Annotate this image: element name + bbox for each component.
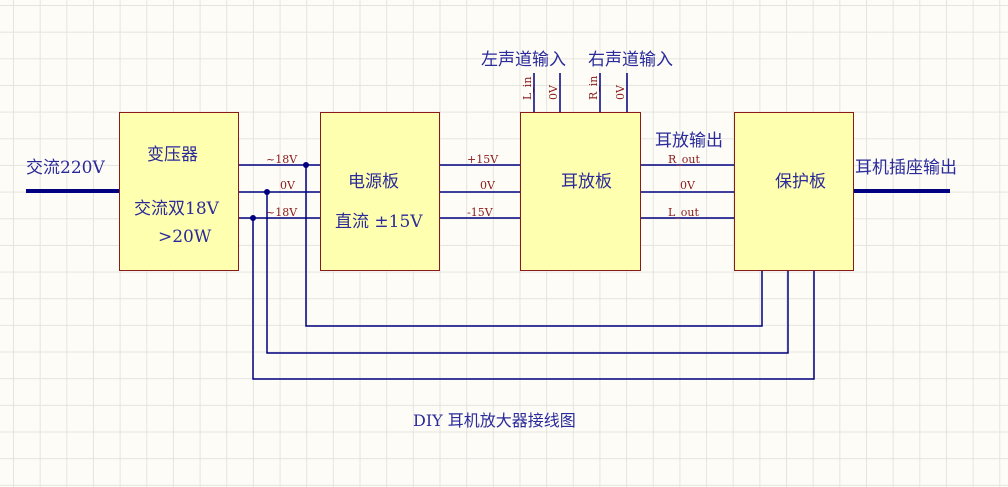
- amp-out-pin-label: 0V: [680, 179, 695, 192]
- junction-dot: [250, 215, 256, 221]
- headphone-output-label: 耳机插座输出: [855, 158, 957, 178]
- ac-input-label: 交流220V: [26, 158, 105, 178]
- r-0v-pin-label: 0V: [614, 85, 627, 100]
- junction-dot: [303, 162, 309, 168]
- l-in-pin-label: L_in: [521, 76, 534, 100]
- amp-out-pin-label: L_out: [668, 206, 699, 219]
- amp-out-pin-label: R_out: [668, 153, 700, 166]
- protect-board-name: 保护板: [775, 172, 826, 192]
- junction-dot: [264, 189, 270, 195]
- power-board-block[interactable]: [320, 112, 440, 271]
- power-pin-label: +15V: [467, 153, 499, 166]
- power-board-spec: 直流 ±15V: [335, 212, 423, 232]
- left-input-heading: 左声道输入: [481, 50, 566, 70]
- l-0v-pin-label: 0V: [547, 85, 560, 100]
- amp-board-name: 耳放板: [561, 172, 612, 192]
- loop-0v: [266, 192, 789, 354]
- r-in-pin-label: R_in: [587, 75, 600, 100]
- transformer-pin-label: ~18V: [266, 206, 298, 219]
- transformer-pin-label: ~18V: [266, 153, 298, 166]
- protect-board-block[interactable]: [734, 112, 854, 271]
- loop-18a: [305, 165, 763, 327]
- amp-output-heading: 耳放输出: [655, 131, 723, 151]
- loop-18b: [252, 218, 815, 380]
- transformer-spec2: >20W: [158, 227, 212, 247]
- right-input-heading: 右声道输入: [588, 50, 673, 70]
- transformer-block[interactable]: [119, 112, 239, 271]
- power-pin-label: 0V: [480, 179, 495, 192]
- amp-board-block[interactable]: [520, 112, 641, 271]
- transformer-spec1: 交流双18V: [134, 199, 219, 219]
- power-pin-label: -15V: [467, 206, 493, 219]
- power-board-name: 电源板: [348, 172, 399, 192]
- transformer-pin-label: 0V: [280, 179, 295, 192]
- transformer-name: 变压器: [147, 145, 198, 165]
- diagram-title: DIY 耳机放大器接线图: [413, 411, 576, 430]
